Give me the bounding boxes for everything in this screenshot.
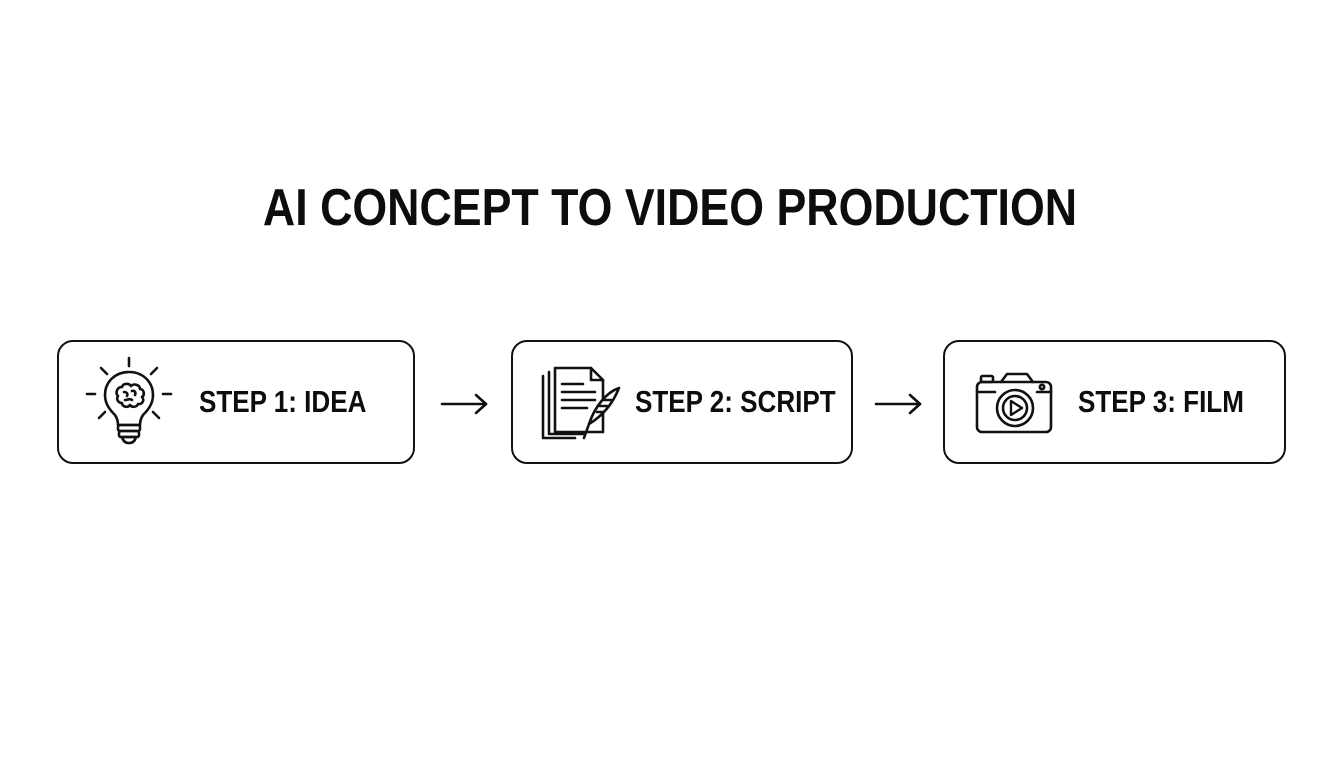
step-1-label: STEP 1: IDEA: [199, 384, 367, 419]
page-title: AI CONCEPT TO VIDEO PRODUCTION: [262, 179, 1078, 237]
lightbulb-brain-icon: [85, 356, 173, 445]
camera-play-icon: [975, 372, 1053, 434]
document-quill-icon: [541, 366, 621, 440]
step-2-label: STEP 2: SCRIPT: [635, 384, 836, 419]
step-3-box: STEP 3: FILM: [943, 340, 1286, 464]
arrow-right-icon: [874, 393, 922, 415]
step-3-label: STEP 3: FILM: [1078, 384, 1244, 419]
step-2-box: STEP 2: SCRIPT: [511, 340, 853, 464]
step-1-box: STEP 1: IDEA: [57, 340, 415, 464]
arrow-right-icon: [440, 393, 488, 415]
